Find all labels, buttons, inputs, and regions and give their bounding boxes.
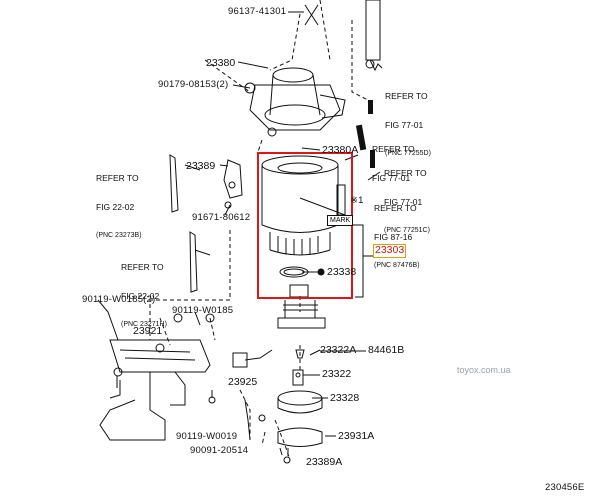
label-23925: 23925 (228, 376, 258, 388)
label-23931a: 23931A (338, 430, 375, 442)
label-23338: 23338 (327, 266, 357, 278)
label-84461b: 84461B (368, 344, 405, 356)
label-90179-08153: 90179-08153(2) (158, 79, 229, 90)
refer-line1: REFER TO (384, 168, 427, 178)
refer-line1: REFER TO (385, 91, 428, 101)
label-note-x1: ※1 (350, 195, 364, 206)
watermark: toyox.com.ua (457, 365, 511, 375)
refer-pnc: (PNC 87476B) (374, 262, 420, 269)
label-23303: 23303 (375, 244, 405, 256)
label-90119-w0185: 90119-W0185 (172, 305, 234, 316)
mark-tag: MARK (327, 215, 354, 226)
figure-code: 230456E (545, 482, 585, 493)
label-23380: 23380 (206, 57, 236, 69)
refer-line1: REFER TO (374, 203, 417, 213)
label-91671-80612: 91671-80612 (192, 212, 251, 223)
label-23389a: 23389A (306, 456, 343, 468)
refer-line2: FIG 22-02 (121, 290, 160, 301)
refer-line2: FIG 87-16 (374, 231, 413, 242)
refer-line2: FIG 77-01 (372, 172, 411, 183)
refer-line2: FIG 77-01 (385, 119, 424, 130)
label-23328: 23328 (330, 392, 360, 404)
refer-line1: REFER TO (121, 262, 164, 272)
label-23921: 23921 (133, 325, 163, 337)
highlight-box-label-23303 (373, 244, 406, 258)
label-90091-20514: 90091-20514 (190, 445, 249, 456)
refer-pnc: (PNC 23273B) (96, 232, 142, 239)
refer-line2: FIG 22-02 (96, 201, 135, 212)
refer-line1: REFER TO (372, 144, 415, 154)
refer-pnc: (PNC 77255D) (385, 150, 431, 157)
refer-pnc: (PNC 23271H) (121, 321, 167, 328)
refer-block-fig-77-01-c: REFER TO FIG 77-01 (PNC 77251C) (384, 150, 430, 245)
refer-block-fig-87-16: REFER TO FIG 87-16 (PNC 87476B) (374, 185, 420, 280)
refer-block-fig-77-01-b: REFER TO FIG 77-01 (372, 126, 415, 193)
refer-block-fig-77-01-a: REFER TO FIG 77-01 (PNC 77255D) (385, 73, 431, 168)
label-90119-w0185-2: 90119-W0185(2) (82, 294, 156, 305)
label-23322: 23322 (322, 368, 352, 380)
label-96137-41301: 96137-41301 (228, 6, 287, 17)
label-23322a: 23322A (320, 344, 357, 356)
refer-line1: REFER TO (96, 173, 139, 183)
refer-pnc: (PNC 77251C) (384, 227, 430, 234)
label-90119-w0019: 90119-W0019 (176, 431, 238, 442)
refer-block-fig-22-02-a: REFER TO FIG 22-02 (PNC 23273B) (96, 155, 142, 250)
refer-line2: FIG 77-01 (384, 196, 423, 207)
label-23389: 23389 (186, 160, 216, 172)
refer-block-fig-22-02-b: REFER TO FIG 22-02 (PNC 23271H) (121, 244, 167, 339)
label-23380a: 23380A (322, 144, 359, 156)
